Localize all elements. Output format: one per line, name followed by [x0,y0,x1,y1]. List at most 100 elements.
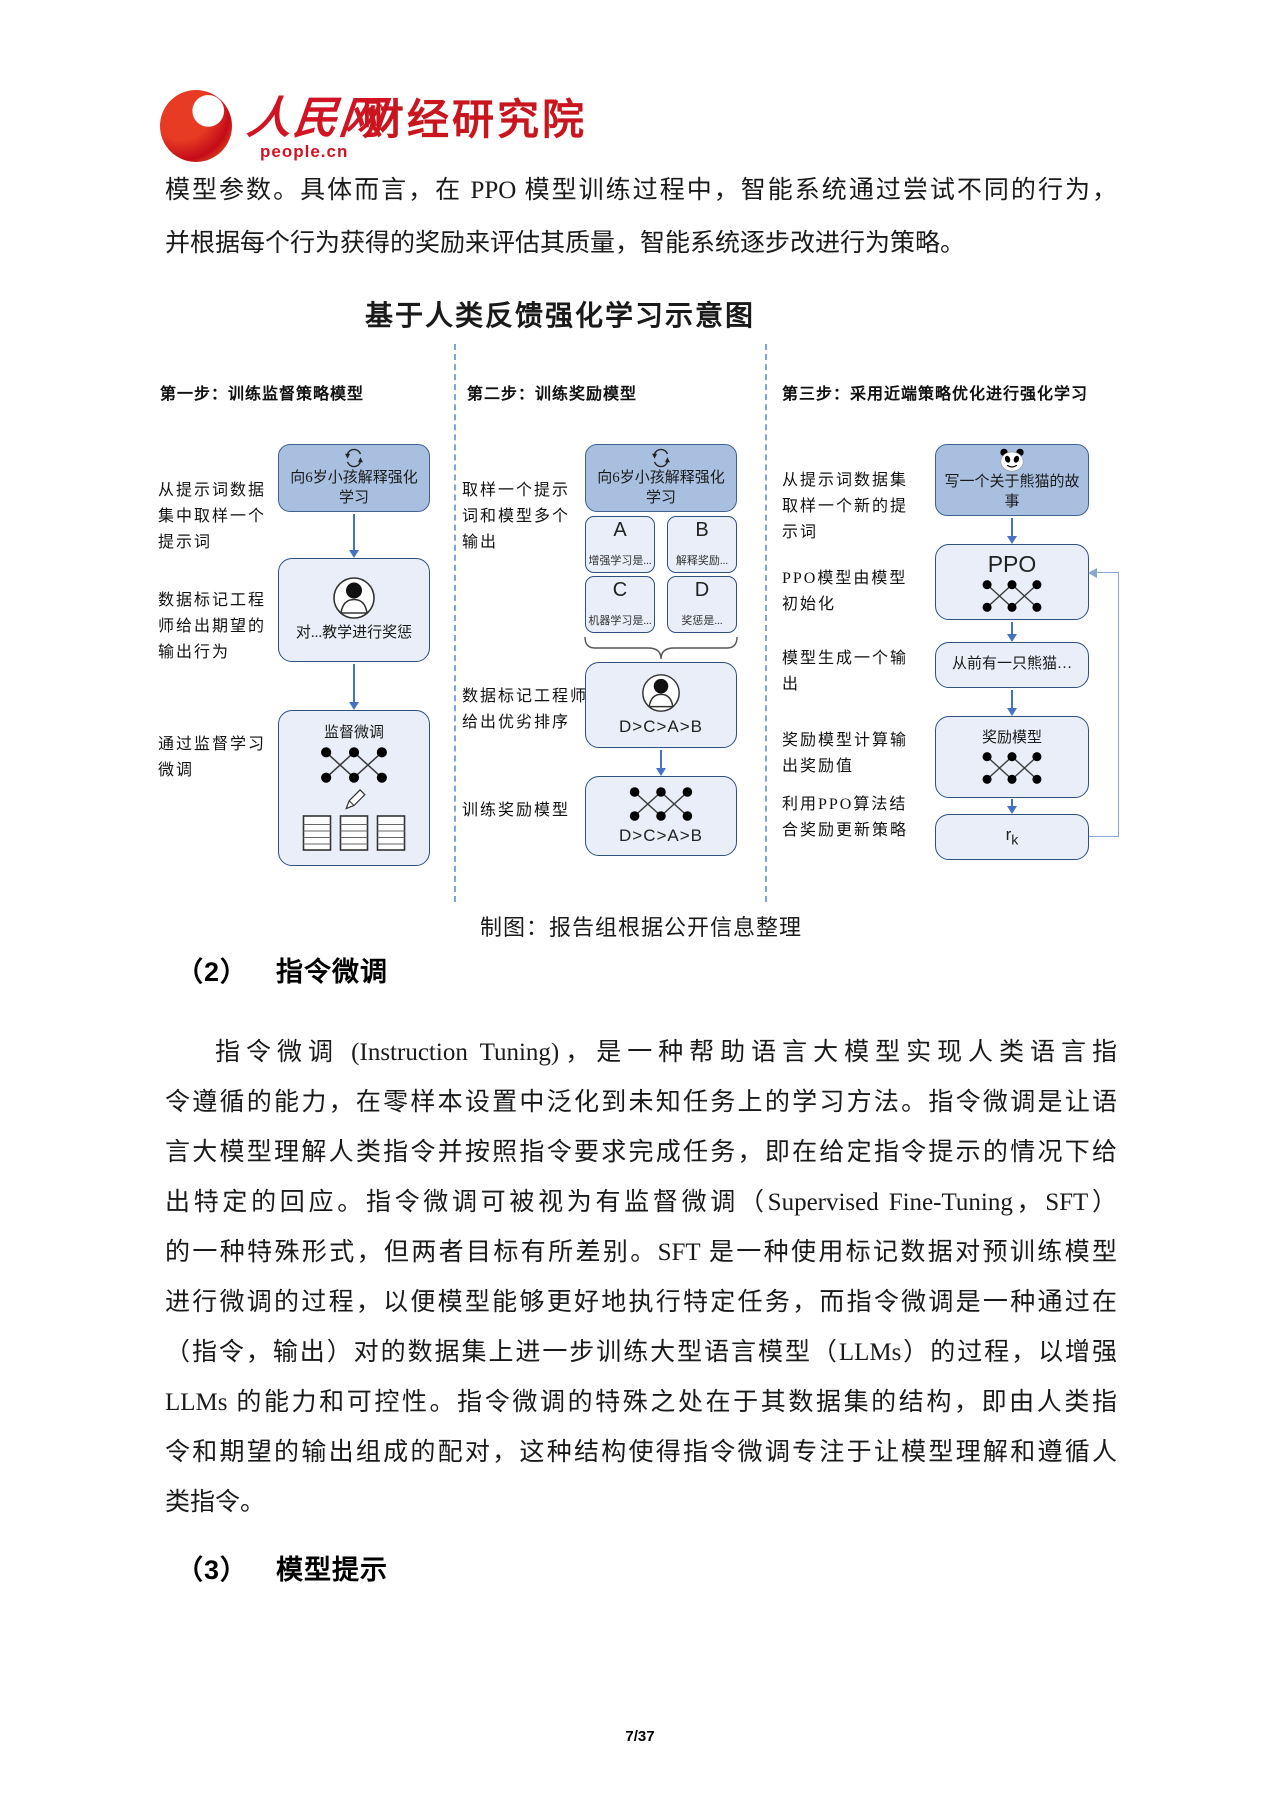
cycle-icon [651,448,671,468]
step1-prompt-box: 向6岁小孩解释强化学习 [278,444,430,512]
down-arrow [656,750,666,776]
step1-sft-title: 监督微调 [323,725,384,742]
body-line: 令遵循的能力，在零样本设置中泛化到未知任务上的学习方法。指令微调是让语 [165,1089,1117,1116]
logo-domain-text: people.cn [260,142,349,161]
step3-prompt-box: 写一个关于熊猫的故事 [935,444,1089,516]
step2-prompt-box: 向6岁小孩解释强化学习 [585,444,737,512]
section-2-heading: （2） 指令微调 [176,950,388,989]
feedback-line [1089,836,1119,837]
step1-prompt-text: 向6岁小孩解释强化学习 [290,470,418,506]
neural-net-icon [629,786,693,822]
option-a-letter: A [613,519,627,541]
option-c-text: 机器学习是... [588,615,652,627]
step2-side-label: 数据标记工程师给出优劣排序 [462,688,589,731]
step3-rk-box: rk [935,814,1089,860]
neural-net-icon [320,746,388,784]
option-d-text: 奖惩是... [681,615,723,627]
section-3-title: 模型提示 [276,1555,389,1585]
body-line: 进行微调的过程，以便模型能够更好地执行特定任务，而指令微调是一种通过在 [165,1289,1117,1316]
step3-side-label: 利用PPO算法结合奖励更新策略 [782,796,909,839]
step2-side-label: 取样一个提示词和模型多个输出 [462,482,571,551]
section-3-heading: （3） 模型提示 [176,1548,388,1587]
step2-reward-rank-text: D>C>A>B [618,826,703,845]
intro-line: 模型参数。具体而言，在 PPO 模型训练过程中，智能系统通过尝试不同的行为， [165,177,1117,204]
tables-icon [302,814,406,851]
step3-side-label: 模型生成一个输出 [782,650,909,693]
step1-header: 第一步：训练监督策略模型 [160,386,365,403]
cycle-icon [344,448,364,468]
down-arrow [349,514,359,558]
body-line: LLMs 的能力和可控性。指令微调的特殊之处在于其数据集的结构，即由人类指 [165,1389,1117,1416]
step2-reward-model-box: D>C>A>B [585,776,737,856]
section-3-number: （3） [176,1555,249,1585]
down-arrow [1007,622,1017,642]
column-separator [454,344,456,902]
neural-net-icon [981,751,1043,785]
step3-output-box: 从前有一只熊猫… [935,642,1089,688]
feedback-line [1096,572,1118,573]
column-separator [765,344,767,902]
step1-labeler-text: 对...教学进行奖惩 [295,625,413,642]
down-arrow [1007,799,1017,814]
body-line: 的一种特殊形式，但两者目标有所差别。SFT 是一种使用标记数据对预训练模型 [165,1239,1117,1266]
step3-reward-model-text: 奖励模型 [981,730,1042,747]
step3-reward-model-box: 奖励模型 [935,716,1089,798]
option-d-letter: D [694,579,710,601]
figure-caption: 制图：报告组根据公开信息整理 [479,915,802,940]
step1-side-label: 数据标记工程师给出期望的输出行为 [158,592,267,661]
body-line: 出特定的回应。指令微调可被视为有监督微调（Supervised Fine-Tun… [165,1189,1117,1216]
step3-side-label: 从提示词数据集取样一个新的提示词 [782,472,909,541]
section-2-number: （2） [176,957,249,987]
body-line: （指令，输出）对的数据集上进一步训练大型语言模型（LLMs）的过程，以增强 [165,1339,1117,1366]
down-arrow [349,664,359,710]
brace-icon [584,636,738,660]
figure-title: 基于人类反馈强化学习示意图 [364,301,755,332]
step3-side-label: PPO模型由模型初始化 [782,570,908,613]
feedback-arrowhead-icon [1088,568,1097,578]
step2-ranking-box: D>C>A>B [585,662,737,748]
peoplecn-globe-icon [160,90,232,162]
step2-ranking-text: D>C>A>B [618,717,703,736]
instruction-tuning-paragraph: 指令微调 (Instruction Tuning)，是一种帮助语言大模型实现人类… [165,1028,1117,1528]
step3-header: 第三步：采用近端策略优化进行强化学习 [782,386,1089,403]
step2-prompt-text: 向6岁小孩解释强化学习 [597,470,725,506]
neural-net-icon [981,579,1043,613]
body-line: 言大模型理解人类指令并按照指令要求完成任务，即在给定指令提示的情况下给 [165,1139,1117,1166]
feedback-line [1118,572,1119,836]
logo-department-text: 财经研究院 [362,96,588,143]
option-a-box: A 增强学习是... [585,516,655,573]
body-line: 令和期望的输出组成的配对，这种结构使得指令微调专注于让模型理解和遵循人 [165,1439,1117,1466]
option-b-text: 解释奖励... [675,555,729,567]
panda-icon [999,448,1025,472]
person-icon [642,674,680,712]
intro-line: 并根据每个行为获得的奖励来评估其质量，智能系统逐步改进行为策略。 [165,230,966,257]
section-2-title: 指令微调 [276,957,389,987]
step3-ppo-text: PPO [987,551,1037,577]
option-a-text: 增强学习是... [588,555,652,567]
body-line: 类指令。 [165,1489,266,1516]
person-icon [333,577,375,620]
step1-labeler-box: 对...教学进行奖惩 [278,558,430,662]
option-b-letter: B [695,519,709,541]
step1-side-label: 从提示词数据集中取样一个提示词 [158,482,267,551]
option-c-letter: C [612,579,628,601]
body-line: 指令微调 (Instruction Tuning)，是一种帮助语言大模型实现人类… [215,1039,1117,1066]
step3-ppo-box: PPO [935,544,1089,620]
option-c-box: C 机器学习是... [585,576,655,633]
intro-paragraph: 模型参数。具体而言，在 PPO 模型训练过程中，智能系统通过尝试不同的行为， 并… [165,164,1117,270]
step3-prompt-text: 写一个关于熊猫的故事 [944,474,1080,510]
page-number: 7/37 [625,1728,655,1745]
step1-sft-box: 监督微调 [278,710,430,866]
step2-header: 第二步：训练奖励模型 [467,386,638,403]
option-d-box: D 奖惩是... [667,576,737,633]
pencil-icon [345,789,366,809]
step3-side-label: 奖励模型计算输出奖励值 [782,732,909,775]
down-arrow [1007,518,1017,544]
step3-output-text: 从前有一只熊猫… [951,656,1072,673]
step2-side-label: 训练奖励模型 [462,802,571,819]
rlhf-diagram: 第一步：训练监督策略模型 从提示词数据集中取样一个提示词 向6岁小孩解释强化学习… [130,340,1160,910]
publisher-logo: 人民网 people.cn 财经研究院 [160,66,680,171]
option-b-box: B 解释奖励... [667,516,737,573]
step1-side-label: 通过监督学习微调 [158,736,267,779]
